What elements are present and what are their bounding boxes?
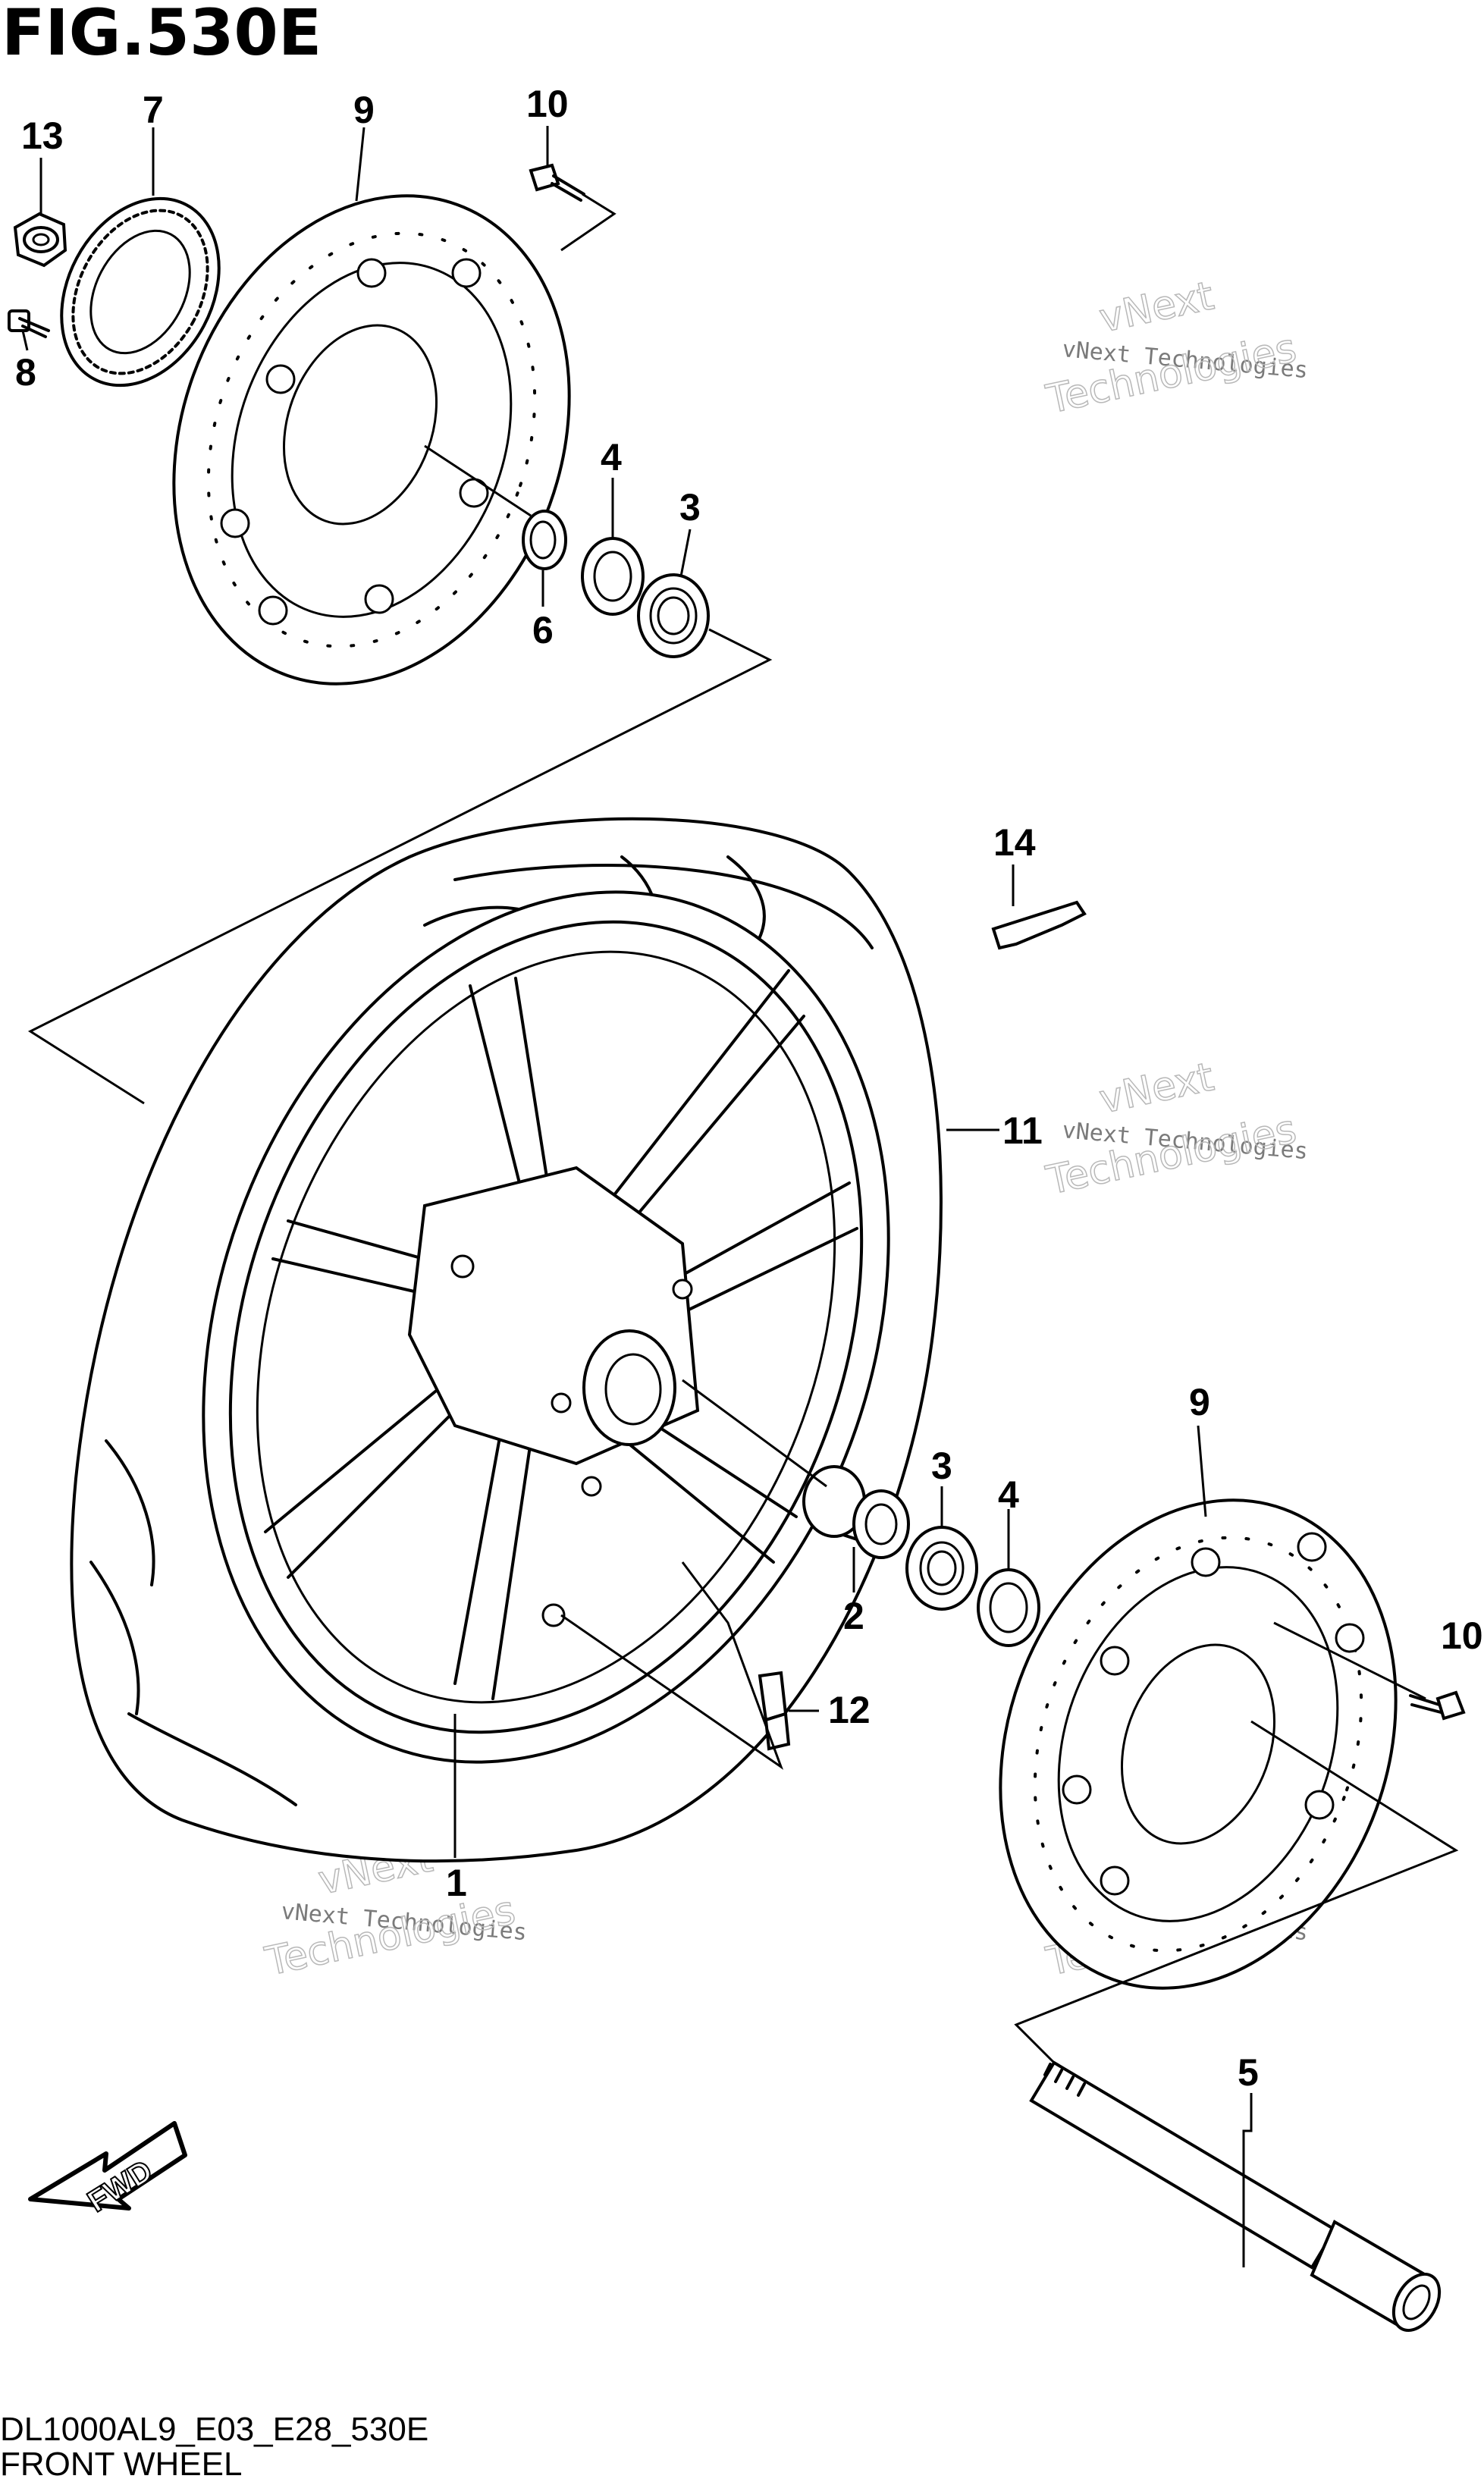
watermark-outline: vNext	[1096, 1054, 1218, 1122]
callout-10: 10	[526, 83, 569, 125]
collar-part-2	[802, 1465, 910, 1559]
callout-3: 3	[679, 486, 701, 529]
forward-direction-arrow-icon: FWD	[28, 2121, 187, 2220]
oil-seal-part-4-lower	[977, 1568, 1040, 1647]
callout-4: 4	[601, 436, 622, 479]
axle-part-5	[1029, 2060, 1442, 2332]
figure-caption: FRONT WHEEL	[0, 2446, 242, 2482]
brake-disc-part-9-lower	[999, 1498, 1398, 1990]
leader-lines-upper	[21, 126, 773, 1105]
brake-disc-part-9-upper	[172, 194, 571, 686]
model-code: DL1000AL9_E03_E28_530E	[0, 2411, 428, 2448]
callout-11: 11	[1002, 1109, 1043, 1152]
callout-14: 14	[993, 821, 1036, 864]
bearing-part-3-lower	[905, 1526, 978, 1611]
callout-5: 5	[1238, 2051, 1259, 2094]
callout-1: 1	[446, 1862, 467, 1904]
callout-13: 13	[21, 115, 64, 157]
callout-3: 3	[931, 1445, 952, 1487]
wheel-rim-part-1	[202, 890, 890, 1764]
callout-4: 4	[998, 1473, 1019, 1516]
callout-12: 12	[828, 1689, 871, 1731]
spacer-part-6	[522, 510, 567, 570]
abs-sensor-ring-7	[60, 196, 221, 388]
callout-10: 10	[1441, 1614, 1483, 1657]
watermark-outline: vNext	[1096, 273, 1218, 341]
bearing-part-3-upper	[637, 573, 710, 658]
callout-2: 2	[843, 1595, 864, 1637]
callout-6: 6	[532, 609, 554, 651]
callout-7: 7	[143, 89, 164, 131]
callout-9: 9	[1189, 1381, 1210, 1423]
leader-lines-lower	[453, 864, 1459, 2267]
callout-labels: 13 7 9 10 8 4 3 6 14 11 9 3 4 2 10 12 1 …	[15, 83, 1483, 2094]
nut-part-13	[13, 212, 67, 268]
callout-8: 8	[15, 351, 36, 394]
balance-weight-part-14	[991, 900, 1087, 950]
bolt-part-8	[8, 309, 50, 338]
figure-title: FIG.530E	[2, 0, 322, 70]
oil-seal-part-4-upper	[581, 537, 645, 616]
disc-bolt-part-10-upper	[529, 163, 585, 202]
callout-9: 9	[353, 89, 375, 131]
disc-bolt-part-10-lower	[1409, 1690, 1466, 1721]
